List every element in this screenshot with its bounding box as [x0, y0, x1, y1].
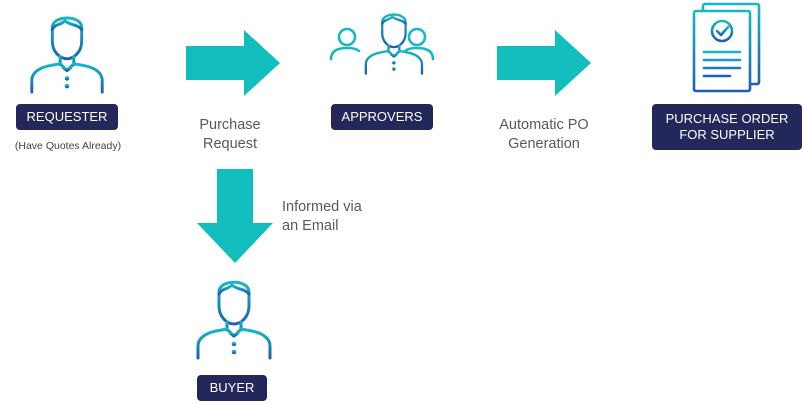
purchase-order-line2: FOR SUPPLIER: [679, 127, 775, 142]
requester-icon: [25, 6, 109, 94]
purchase-order-document-icon: [690, 2, 766, 94]
purchase-request-label: Purchase Request: [178, 116, 282, 154]
purchase-order-badge: PURCHASE ORDER FOR SUPPLIER: [652, 104, 802, 150]
arrow-right-2: [497, 30, 593, 96]
informed-line2: an Email: [282, 218, 339, 234]
approvers-badge: APPROVERS: [331, 104, 433, 130]
informed-label: Informed via an Email: [282, 198, 382, 236]
buyer-badge: BUYER: [197, 375, 267, 401]
po-generation-label: Automatic PO Generation: [480, 116, 608, 154]
approvers-icon: [327, 3, 437, 93]
requester-note: (Have Quotes Already): [14, 140, 122, 152]
purchase-order-line1: PURCHASE ORDER: [665, 111, 789, 126]
arrow-down: [197, 169, 275, 265]
informed-line1: Informed via: [282, 199, 362, 215]
arrow-right-1: [186, 30, 282, 96]
requester-badge: REQUESTER: [16, 104, 118, 130]
purchase-request-line2: Request: [202, 136, 257, 152]
po-generation-line1: Automatic PO: [499, 117, 589, 133]
buyer-icon: [192, 270, 276, 360]
purchase-request-line1: Purchase: [199, 117, 261, 133]
po-generation-line2: Generation: [508, 136, 580, 152]
